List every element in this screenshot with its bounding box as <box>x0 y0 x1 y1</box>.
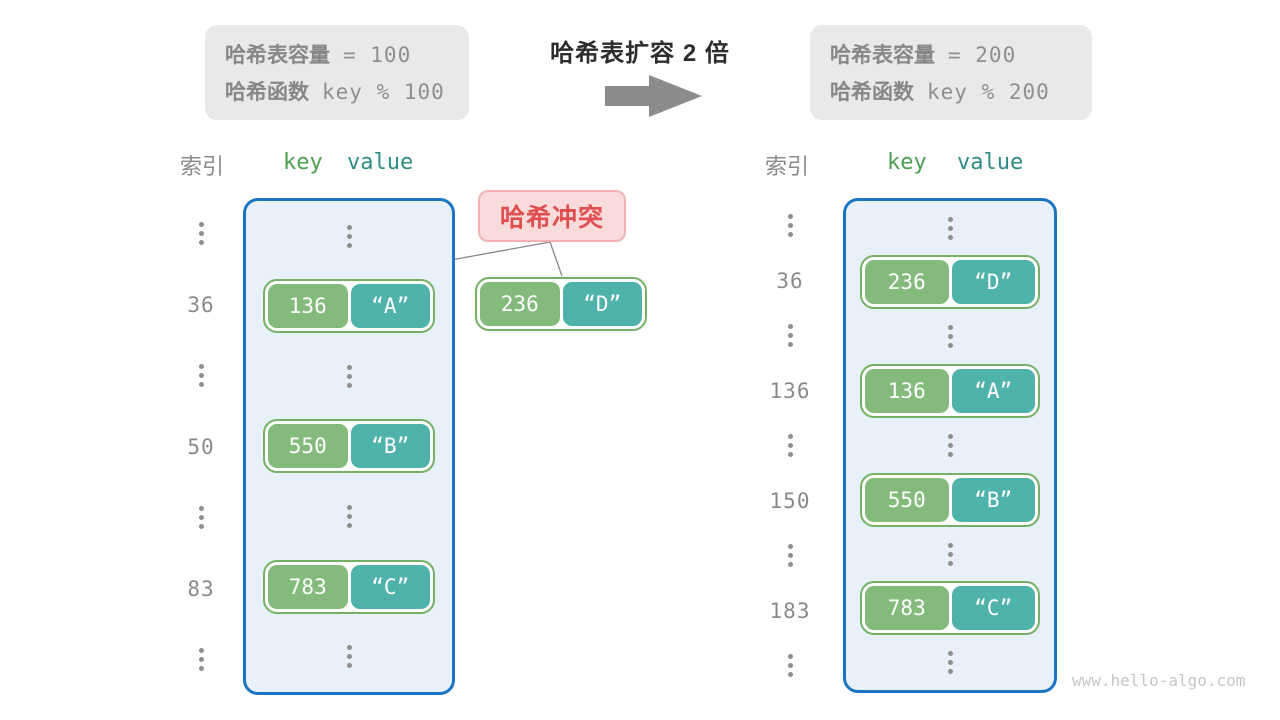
capacity-caption-right: 哈希表容量 = 200 哈希函数 key % 200 <box>810 25 1092 120</box>
key-cell: 236 <box>480 282 560 326</box>
watermark: www.hello-algo.com <box>1072 671 1246 690</box>
key-value-pair: 550 “B” <box>860 472 1040 527</box>
ellipsis-dots <box>846 418 1054 472</box>
ellipsis-dots <box>846 201 1054 255</box>
ellipsis-dots <box>170 624 232 695</box>
key-cell: 550 <box>865 477 949 522</box>
capacity-caption-left: 哈希表容量 = 100 哈希函数 key % 100 <box>205 25 469 120</box>
hash-collision-label: 哈希冲突 <box>478 190 626 242</box>
left-header-key: key <box>283 150 323 175</box>
right-header-index: 索引 <box>765 154 810 179</box>
left-index-column: 36 50 83 <box>170 198 232 695</box>
index-label: 36 <box>187 292 215 317</box>
ellipsis-dots <box>246 622 452 692</box>
index-label: 83 <box>187 576 215 601</box>
caption-label: 哈希表容量 <box>225 44 330 67</box>
caption-label: 哈希函数 <box>225 81 309 104</box>
ellipsis-dots <box>846 310 1054 364</box>
index-label: 150 <box>769 488 811 513</box>
ellipsis-dots <box>246 341 452 411</box>
left-header-index: 索引 <box>180 154 225 179</box>
index-label: 136 <box>769 378 811 403</box>
key-value-pair: 783 “C” <box>263 559 435 614</box>
caption-label: 哈希表容量 <box>830 44 935 67</box>
caption-label: 哈希函数 <box>830 81 914 104</box>
caption-row: 哈希函数 key % 200 <box>830 76 1092 106</box>
index-label: 36 <box>776 268 804 293</box>
ellipsis-dots <box>756 638 824 693</box>
caption-row: 哈希表容量 = 100 <box>225 39 469 69</box>
transition-title: 哈希表扩容 2 倍 <box>550 40 730 67</box>
key-value-pair: 550 “B” <box>263 419 435 474</box>
index-label: 183 <box>769 598 811 623</box>
ellipsis-dots <box>246 482 452 552</box>
ellipsis-dots <box>170 340 232 411</box>
ellipsis-dots <box>756 418 824 473</box>
caption-row: 哈希函数 key % 100 <box>225 76 469 106</box>
key-cell: 550 <box>268 424 348 469</box>
index-label: 50 <box>187 434 215 459</box>
right-hash-table: 236 “D” 136 “A” 550 “B” 783 “C” <box>843 198 1057 693</box>
key-value-pair: 136 “A” <box>263 279 435 334</box>
value-cell: “A” <box>350 284 430 329</box>
value-cell: “C” <box>951 586 1035 631</box>
ellipsis-dots <box>170 482 232 553</box>
value-cell: “B” <box>951 477 1035 522</box>
value-cell: “A” <box>951 369 1035 414</box>
caption-value: key % 100 <box>322 80 445 104</box>
key-cell: 783 <box>865 586 949 631</box>
left-header-value: value <box>347 150 414 175</box>
caption-value: key % 200 <box>927 80 1050 104</box>
ellipsis-dots <box>846 527 1054 581</box>
key-cell: 783 <box>268 564 348 609</box>
value-cell: “B” <box>350 424 430 469</box>
ellipsis-dots <box>846 636 1054 690</box>
caption-value: = 200 <box>948 43 1017 67</box>
right-header-value: value <box>957 150 1024 175</box>
key-value-pair: 236 “D” <box>860 255 1040 310</box>
caption-value: = 100 <box>343 43 412 67</box>
key-cell: 136 <box>865 369 949 414</box>
right-header-key: key <box>887 150 927 175</box>
key-cell: 136 <box>268 284 348 329</box>
value-cell: “C” <box>350 564 430 609</box>
ellipsis-dots <box>756 528 824 583</box>
ellipsis-dots <box>756 308 824 363</box>
ellipsis-dots <box>246 201 452 271</box>
ellipsis-dots <box>756 198 824 253</box>
value-cell: “D” <box>951 260 1035 305</box>
ellipsis-dots <box>170 198 232 269</box>
caption-row: 哈希表容量 = 200 <box>830 39 1092 69</box>
right-arrow-icon <box>605 75 703 117</box>
colliding-key-value-pair: 236 “D” <box>475 277 647 331</box>
right-index-column: 36 136 150 183 <box>756 198 824 693</box>
left-hash-table: 136 “A” 550 “B” 783 “C” <box>243 198 455 695</box>
key-value-pair: 136 “A” <box>860 364 1040 419</box>
key-cell: 236 <box>865 260 949 305</box>
value-cell: “D” <box>562 282 642 326</box>
key-value-pair: 783 “C” <box>860 581 1040 636</box>
